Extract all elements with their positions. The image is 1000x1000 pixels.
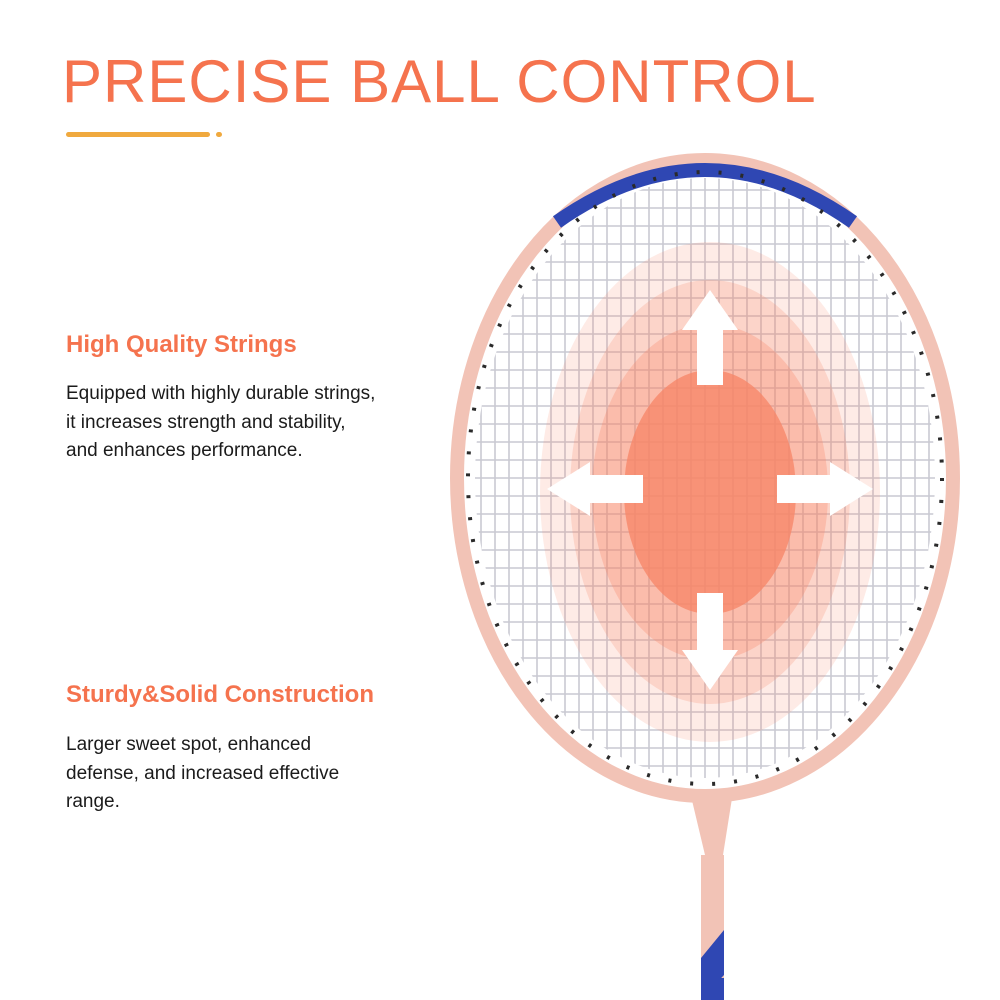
arrow-right-icon — [777, 462, 873, 516]
feature-description: Equipped with highly durable strings, it… — [66, 380, 466, 466]
feature-sturdy-construction: Sturdy&Solid Construction Larger sweet s… — [66, 681, 466, 817]
feature-description-line: it increases strength and stability, — [66, 411, 346, 433]
title-underline — [66, 132, 210, 137]
arrow-up-icon — [682, 290, 738, 385]
feature-heading: High Quality Strings — [66, 331, 297, 358]
feature-description-line: Larger sweet spot, enhanced — [66, 734, 312, 755]
racket-frame — [450, 153, 960, 803]
arrow-left-icon — [547, 462, 643, 516]
racket-frame-tip — [552, 163, 858, 228]
feature-high-quality-strings: High Quality Strings Equipped with highl… — [66, 331, 466, 466]
arrow-down-icon — [682, 593, 738, 690]
feature-description-line: defense, and increased effective — [66, 762, 340, 784]
feature-heading: Sturdy&Solid Construction — [66, 681, 374, 708]
racket-shaft — [690, 792, 733, 1000]
feature-description: Larger sweet spot, enhanced defense, and… — [66, 731, 466, 817]
badminton-racket-image — [450, 153, 960, 1000]
feature-description-line: and enhances performance. — [66, 440, 303, 461]
sweet-spot-zone — [540, 242, 880, 742]
title-underline-dot — [216, 132, 222, 137]
page-title: PRECISE BALL CONTROL — [62, 48, 817, 115]
feature-description-line: range. — [66, 791, 120, 812]
feature-description-line: Equipped with highly durable strings, — [66, 383, 376, 404]
racket-grommets — [466, 170, 944, 786]
